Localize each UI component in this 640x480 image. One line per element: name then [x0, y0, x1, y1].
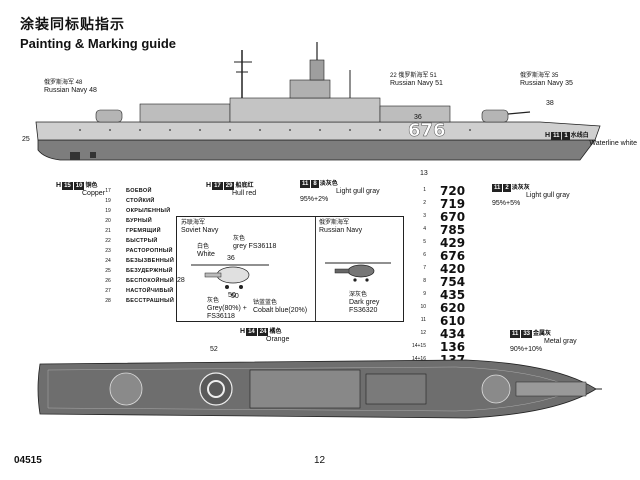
hull-number: 610 [440, 314, 466, 328]
hull-number: 435 [440, 288, 466, 302]
ship-side-profile: 676 [35, 42, 601, 161]
white-label: 白色 White [197, 244, 215, 258]
ship-names: БОЕВОЙ СТОЙКИЙ ОКРЫЛЕННЫЙ БУРНЫЙ ГРЕМЯЩИ… [126, 188, 186, 308]
ship-name: БЕЗУДЕРЖНЫЙ [126, 268, 173, 274]
ship-name: ГРЕМЯЩИЙ [126, 228, 161, 234]
russian-navy-box-label: 俄罗斯海军 Russian Navy [319, 220, 363, 234]
grey-cobalt-mix-label: 灰色 Grey(80%) + FS36118 [207, 298, 247, 320]
hull-number: 676 [440, 249, 466, 263]
hull-number: 429 [440, 236, 466, 250]
ship-name: ОКРЫЛЕННЫЙ [126, 208, 171, 214]
mark-38: 38 [546, 100, 554, 107]
hull-number: 719 [440, 197, 466, 211]
mark-13: 13 [420, 170, 428, 177]
ship-name: БУРНЫЙ [126, 218, 153, 224]
product-code: 04515 [14, 455, 42, 466]
mark-50: 50 [228, 292, 236, 299]
mark-25: 25 [22, 136, 30, 143]
navy35-callout: 俄罗斯海军 35 Russian Navy 35 [520, 73, 573, 87]
mark-52: 52 [210, 346, 218, 353]
hull-numbers: 720 719 670 785 429 676 420 754 435 620 … [440, 184, 480, 367]
soviet-helicopter [191, 264, 269, 289]
title-cn: 涂装同标贴指示 [20, 16, 125, 32]
hull-number: 136 [440, 340, 466, 354]
ship-top-view [37, 359, 602, 419]
hull-number: 670 [440, 210, 466, 224]
heli-num-a: 28 [177, 277, 185, 284]
mark-36-heli: 36 [227, 255, 235, 262]
ship-name: БЕЗЫЗВЕННЫЙ [126, 258, 175, 264]
ship-name: БОЕВОЙ [126, 188, 152, 194]
hull-number: 754 [440, 275, 466, 289]
hull-number: 420 [440, 262, 466, 276]
hull-number: 434 [440, 327, 466, 341]
hull-number: 785 [440, 223, 466, 237]
mark-36: 36 [414, 114, 422, 121]
hull-number: 720 [440, 184, 466, 198]
hull-number: 620 [440, 301, 466, 315]
helicopter-box: 苏联海军 Soviet Navy 灰色 grey FS36118 白色 Whit… [176, 216, 404, 322]
title-en: Painting & Marking guide [20, 36, 177, 51]
ship-name: РАСТОРОПНЫЙ [126, 248, 173, 254]
soviet-navy-label: 苏联海军 Soviet Navy [181, 220, 219, 234]
heli-num-b: 50 [231, 293, 239, 300]
navy48-callout: 俄罗斯海军 48 Russian Navy 48 [44, 80, 97, 94]
ship-name: СТОЙКИЙ [126, 198, 155, 204]
hull-number-text: 676 [408, 120, 446, 141]
ship-name: БЕССТРАШНЫЙ [126, 298, 175, 304]
page-number: 12 [314, 455, 326, 466]
dark-grey-label: 深灰色 Dark grey FS36320 [349, 292, 380, 314]
grey-fs36118-label: 灰色 grey FS36118 [233, 236, 277, 250]
cobalt-blue-label: 钴蓝蓝色 Cobalt blue(20%) [253, 300, 308, 314]
ship-name: НАСТОЙЧИВЫЙ [126, 288, 174, 294]
navy51-callout: 22 俄罗斯海军 51 Russian Navy 51 [390, 73, 443, 87]
ship-name: БЫСТРЫЙ [126, 238, 158, 244]
ship-name: БЕСПОКОЙНЫЙ [126, 278, 175, 284]
russian-helicopter [325, 262, 391, 282]
